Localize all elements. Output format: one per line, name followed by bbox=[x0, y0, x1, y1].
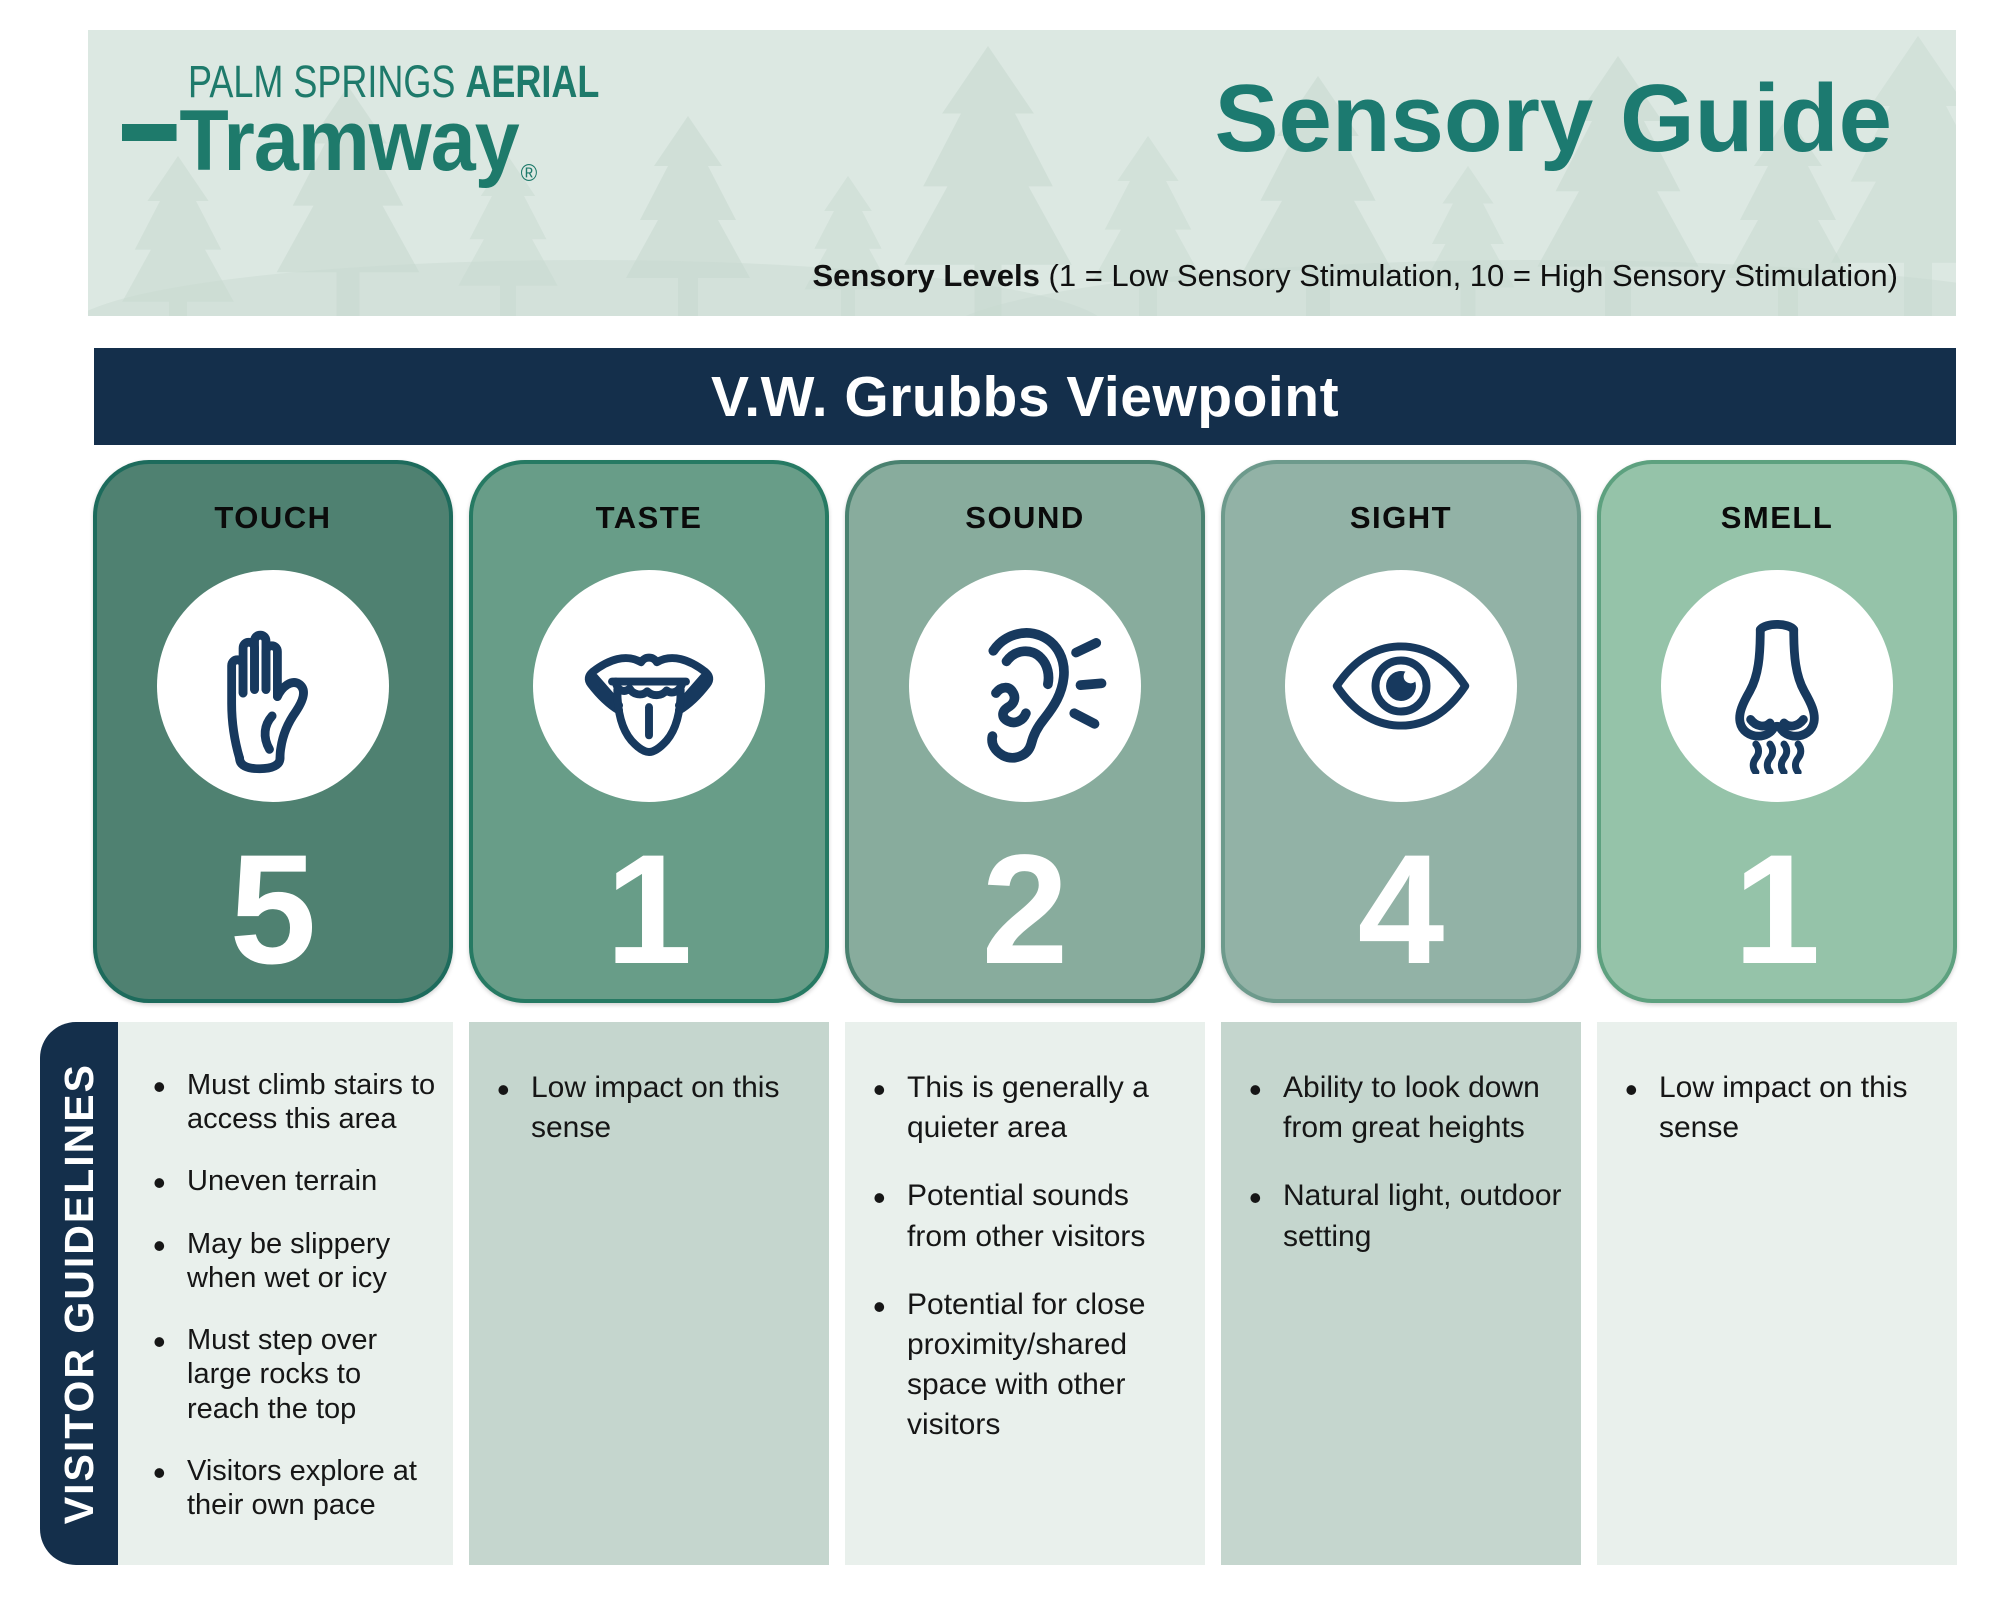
tongue-icon bbox=[584, 653, 714, 756]
sense-card-smell: SMELL 1 bbox=[1597, 460, 1957, 1003]
nose-icon bbox=[1735, 620, 1819, 774]
visitor-guidelines-tab: VISITOR GUIDELINES bbox=[40, 1022, 118, 1565]
sense-icon-circle bbox=[1661, 570, 1893, 802]
guideline-item: Ability to look down from great heights bbox=[1247, 1066, 1565, 1148]
guidelines-column-touch: Must climb stairs to access this area Un… bbox=[93, 1022, 453, 1565]
guidelines-column-smell: Low impact on this sense bbox=[1597, 1022, 1957, 1565]
guidelines-column-sound: This is generally a quieter area Potenti… bbox=[845, 1022, 1205, 1565]
guideline-item: Must climb stairs to access this area bbox=[151, 1066, 437, 1136]
guideline-item: Uneven terrain bbox=[151, 1162, 437, 1205]
guideline-item: Low impact on this sense bbox=[495, 1066, 813, 1148]
sense-card-taste: TASTE 1 bbox=[469, 460, 829, 1003]
sense-level: 1 bbox=[1733, 823, 1821, 998]
sense-icon-circle bbox=[1285, 570, 1517, 802]
guideline-item: Visitors explore at their own pace bbox=[151, 1452, 437, 1522]
page-title: Sensory Guide bbox=[1214, 65, 1892, 172]
sense-label: SMELL bbox=[1720, 500, 1834, 535]
guideline-item: This is generally a quieter area bbox=[871, 1066, 1189, 1148]
visitor-guidelines-label: VISITOR GUIDELINES bbox=[55, 1062, 102, 1525]
sense-icon-circle bbox=[909, 570, 1141, 802]
sense-card-touch: TOUCH 5 bbox=[93, 460, 453, 1003]
location-banner: V.W. Grubbs Viewpoint bbox=[94, 348, 1956, 445]
guidelines-column-taste: Low impact on this sense bbox=[469, 1022, 829, 1565]
sense-icon-circle bbox=[533, 570, 765, 802]
sense-level: 5 bbox=[229, 823, 317, 998]
sense-label: SIGHT bbox=[1349, 500, 1453, 535]
sensory-levels-legend: Sensory Levels (1 = Low Sensory Stimulat… bbox=[812, 258, 1898, 293]
sense-card-sight: SIGHT 4 bbox=[1221, 460, 1581, 1003]
logo-wordmark: Tramway bbox=[179, 93, 519, 189]
sense-level: 1 bbox=[605, 823, 693, 998]
guideline-item: Potential for close proximity/shared spa… bbox=[871, 1283, 1189, 1446]
sense-level: 2 bbox=[981, 823, 1069, 998]
logo-top-line: PALM SPRINGS AERIAL bbox=[188, 56, 600, 107]
sense-icon-circle bbox=[157, 570, 389, 802]
hand-icon bbox=[227, 630, 308, 774]
registered-trademark-symbol: ® bbox=[520, 160, 538, 187]
sense-level: 4 bbox=[1357, 823, 1445, 998]
sense-label: TOUCH bbox=[214, 500, 332, 535]
guideline-item: Low impact on this sense bbox=[1623, 1066, 1941, 1148]
location-title: V.W. Grubbs Viewpoint bbox=[710, 364, 1340, 429]
header-band: PALM SPRINGS AERIAL Tramway ® Sensory Gu… bbox=[88, 30, 1956, 316]
guideline-item: Potential sounds from other visitors bbox=[871, 1174, 1189, 1256]
guidelines-column-sight: Ability to look down from great heights … bbox=[1221, 1022, 1581, 1565]
guideline-item: Natural light, outdoor setting bbox=[1247, 1174, 1565, 1256]
sense-label: SOUND bbox=[965, 500, 1085, 535]
guideline-item: Must step over large rocks to reach the … bbox=[151, 1321, 437, 1426]
ear-icon bbox=[987, 628, 1107, 763]
logo-dash bbox=[122, 124, 177, 141]
tramway-logo: PALM SPRINGS AERIAL Tramway ® bbox=[122, 56, 702, 188]
forest-background bbox=[88, 36, 1956, 316]
eye-icon bbox=[1332, 642, 1470, 730]
sense-card-sound: SOUND 2 bbox=[845, 460, 1205, 1003]
guideline-item: May be slippery when wet or icy bbox=[151, 1225, 437, 1295]
sense-label: TASTE bbox=[595, 500, 703, 535]
